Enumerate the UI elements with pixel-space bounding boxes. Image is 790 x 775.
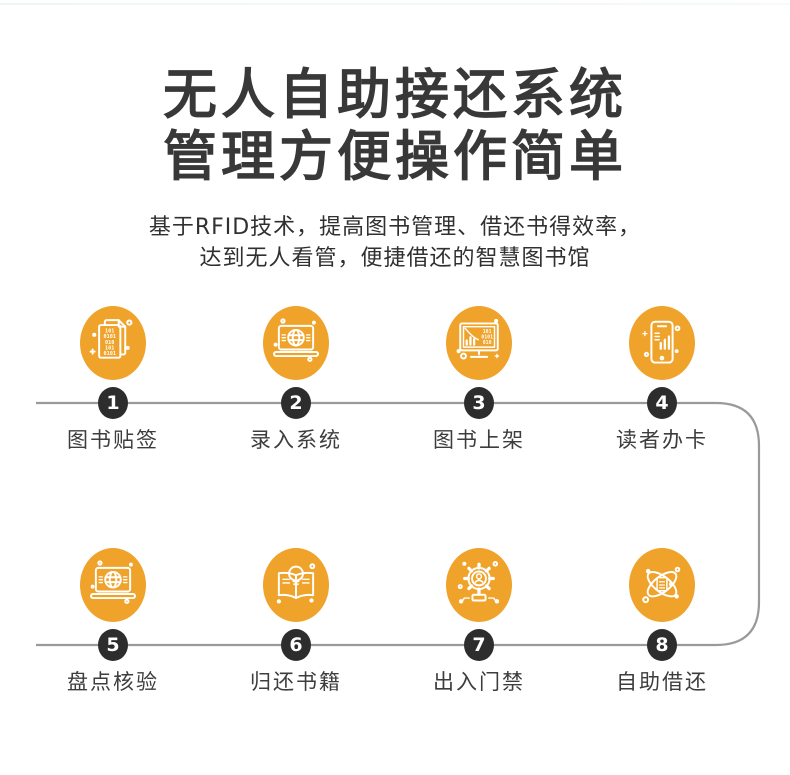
flow-step: 8 自助借还 (571, 548, 753, 708)
top-edge-artifact (0, 3, 790, 5)
step-label: 自助借还 (616, 670, 708, 694)
svg-text:0101: 0101 (103, 351, 116, 357)
svg-text:0101: 0101 (103, 334, 116, 340)
svg-text:101: 101 (483, 329, 492, 335)
svg-text:101: 101 (105, 346, 114, 352)
step-number-badge: 2 (281, 387, 311, 419)
step-number-badge: 1 (98, 387, 128, 419)
svg-text:101: 101 (105, 328, 114, 334)
flow-row-2: 5 盘点核验 6 归还书籍 7 出入门禁 (0, 548, 790, 708)
page-title-line1: 无人自助接还系统 (163, 63, 627, 126)
svg-text:010: 010 (105, 340, 114, 346)
step-number-badge: 5 (98, 629, 128, 661)
svg-text:0101: 0101 (481, 335, 493, 341)
flow-step: 4 读者办卡 (571, 306, 753, 466)
step-number-badge: 4 (647, 387, 677, 419)
page-subtitle-line2: 达到无人看管，便捷借还的智慧图书馆 (199, 246, 591, 271)
step-label: 盘点核验 (67, 670, 159, 694)
step-number-badge: 6 (281, 629, 311, 661)
laptop-globe-icon (263, 306, 329, 380)
step-number-badge: 3 (464, 387, 494, 419)
smartphone-chart-icon (629, 306, 695, 380)
step-label: 录入系统 (250, 428, 342, 452)
flow-step: 6 归还书籍 (205, 548, 387, 708)
step-label: 读者办卡 (616, 428, 708, 452)
flow-step: 7 出入门禁 (388, 548, 570, 708)
page-subtitle-line1: 基于RFID技术，提高图书管理、借还书得效率， (148, 215, 642, 240)
page-title: 无人自助接还系统 管理方便操作简单 (0, 64, 790, 188)
flow-step: 2 录入系统 (205, 306, 387, 466)
gear-person-icon (446, 548, 512, 622)
flow-step: 5 盘点核验 (22, 548, 204, 708)
step-label: 出入门禁 (433, 670, 525, 694)
svg-text:010: 010 (483, 340, 492, 346)
step-number-badge: 8 (647, 629, 677, 661)
page-subtitle: 基于RFID技术，提高图书管理、借还书得效率， 达到无人看管，便捷借还的智慧图书… (0, 212, 790, 274)
book-bulb-icon (263, 548, 329, 622)
atom-document-icon (629, 548, 695, 622)
laptop-globe-icon (80, 548, 146, 622)
step-label: 图书贴签 (67, 428, 159, 452)
step-label: 图书上架 (433, 428, 525, 452)
step-label: 归还书籍 (250, 670, 342, 694)
step-number-badge: 7 (464, 629, 494, 661)
page-title-line2: 管理方便操作简单 (163, 125, 627, 188)
